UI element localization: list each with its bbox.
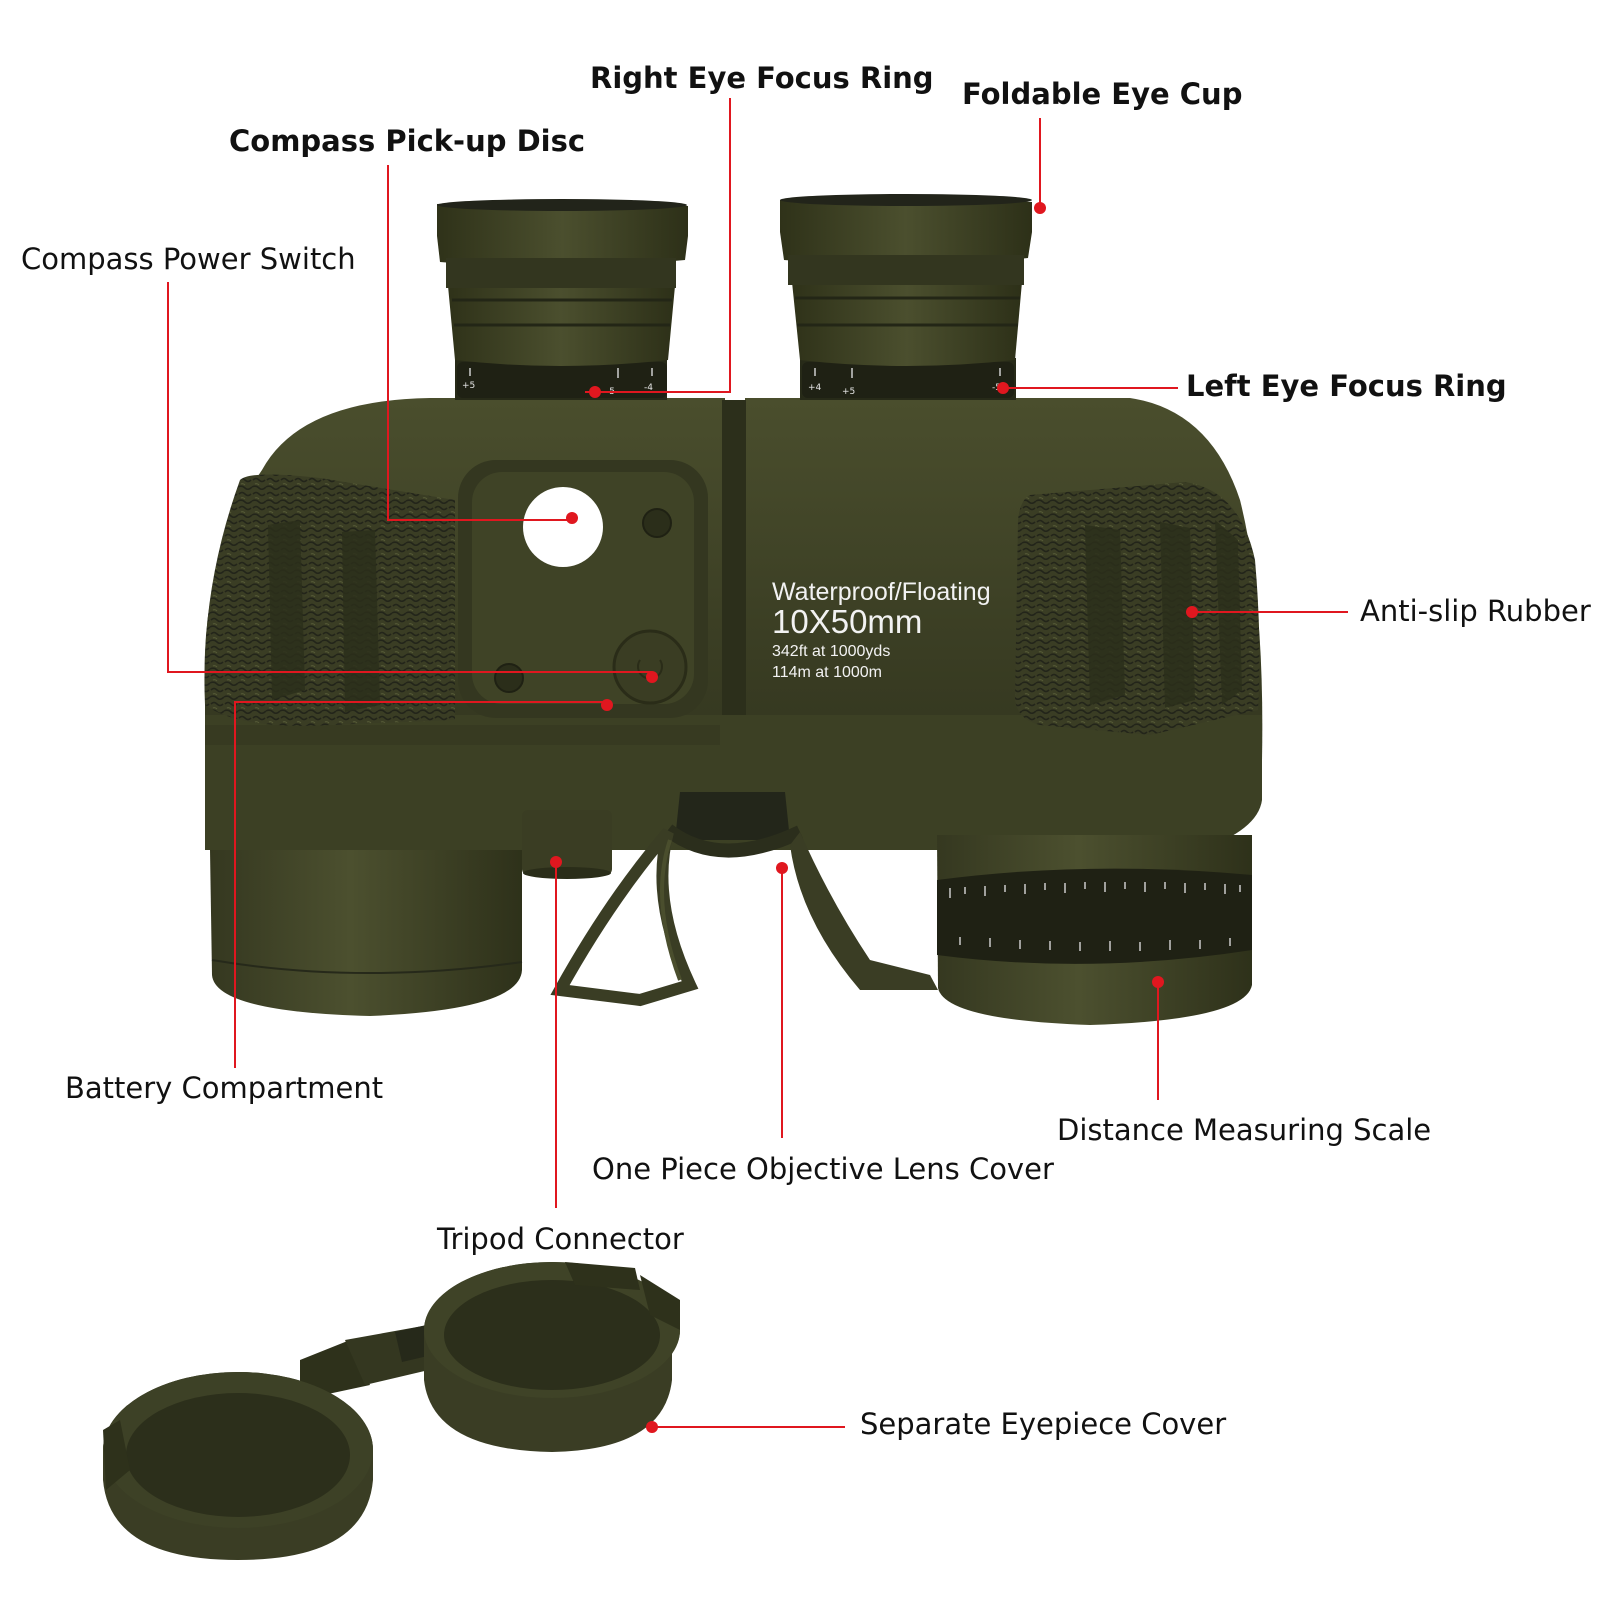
anti-slip-rubber-left: [204, 474, 455, 726]
left-diopter-mark: +4: [808, 383, 822, 393]
anti-slip-rubber-right: [1015, 482, 1260, 735]
label-foldable-eye-cup: Foldable Eye Cup: [962, 77, 1243, 111]
label-battery-compartment: Battery Compartment: [65, 1071, 384, 1105]
leader-battery-compartment: [234, 701, 607, 1068]
decal-line-2: 10X50mm: [772, 603, 922, 640]
compass-pickup-disc: [523, 487, 603, 567]
binocular-body: Waterproof/Floating 10X50mm 342ft at 100…: [204, 398, 1263, 850]
right-diopter-mark: -4: [644, 383, 653, 393]
right-eye-cup[interactable]: [437, 200, 688, 267]
left-diopter-mark: -5: [992, 383, 1001, 393]
label-compass-power-switch: Compass Power Switch: [21, 242, 356, 276]
label-distance-measuring-scale: Distance Measuring Scale: [1057, 1113, 1432, 1147]
left-diopter-mark: +5: [842, 387, 855, 397]
label-compass-pickup-disc: Compass Pick-up Disc: [229, 124, 586, 158]
lower-body: [205, 715, 1262, 850]
label-left-eye-focus-ring: Left Eye Focus Ring: [1186, 369, 1507, 403]
left-eye-focus-ring[interactable]: [802, 362, 1014, 398]
decal-line-1: Waterproof/Floating: [772, 578, 991, 606]
decal-line-3: 342ft at 1000yds: [772, 643, 890, 660]
distance-measuring-scale: [937, 868, 1252, 964]
product-decal: Waterproof/Floating 10X50mm 342ft at 100…: [772, 578, 991, 681]
label-right-eye-focus-ring: Right Eye Focus Ring: [590, 61, 934, 95]
right-objective-barrel: [937, 835, 1252, 1025]
leader-lines: [167, 98, 1348, 1428]
compass-power-switch[interactable]: [612, 629, 688, 705]
decal-line-4: 114m at 1000m: [772, 664, 882, 681]
label-objective-lens-cover: One Piece Objective Lens Cover: [592, 1152, 1054, 1186]
leader-right-eye-focus-ring: [585, 98, 731, 393]
right-eye-focus-ring[interactable]: [457, 362, 667, 398]
compass-small-button: [642, 508, 672, 538]
leader-compass-pickup-disc: [387, 165, 572, 521]
tripod-connector[interactable]: [522, 810, 612, 875]
separate-eyepiece-cover[interactable]: [103, 1262, 680, 1560]
leader-compass-power-switch: [167, 282, 652, 673]
objective-lens-cover[interactable]: [550, 792, 938, 1007]
foldable-eye-cup[interactable]: [780, 196, 1032, 265]
label-separate-eyepiece-cover: Separate Eyepiece Cover: [860, 1407, 1227, 1441]
left-eyepiece: +4 +5 -5: [780, 194, 1032, 400]
label-tripod-connector: Tripod Connector: [437, 1222, 684, 1256]
compass-module: [458, 460, 708, 718]
left-objective-barrel: [210, 810, 612, 1016]
right-diopter-mark: +5: [462, 381, 475, 391]
right-eyepiece: +5 -5 -4: [437, 199, 688, 400]
battery-compartment-cap[interactable]: [494, 663, 524, 693]
leader-dots: [550, 202, 1198, 1433]
label-anti-slip-rubber: Anti-slip Rubber: [1360, 594, 1591, 628]
